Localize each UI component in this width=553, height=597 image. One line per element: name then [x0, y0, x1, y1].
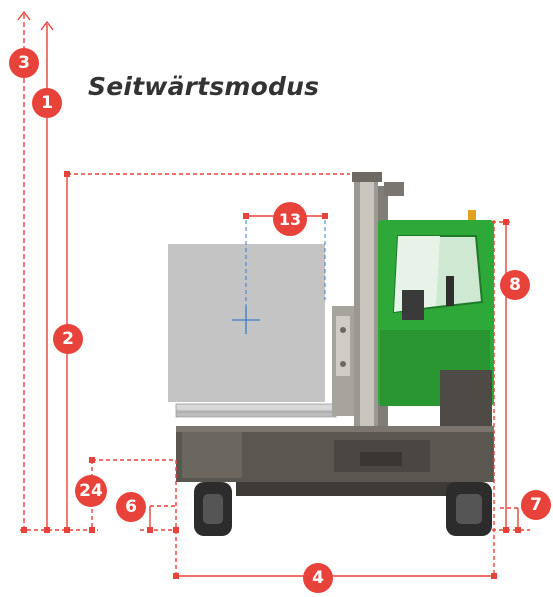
mast-top [352, 172, 382, 182]
mast-head-block [384, 182, 404, 196]
dimension-badge-6: 6 [116, 492, 146, 522]
front-bumper [182, 432, 242, 478]
dimension-badge-4: 4 [303, 563, 333, 593]
cab-seat [402, 290, 424, 320]
dimension-endpoints [21, 171, 521, 579]
page-title: Seitwärtsmodus [88, 72, 320, 101]
dimension-badge-1: 1 [32, 88, 62, 118]
carriage-plate [336, 316, 350, 376]
dimension-badge-7: 7 [521, 490, 551, 520]
dimension-badge-8: 8 [500, 270, 530, 300]
dimension-badge-24: 24 [75, 475, 107, 507]
chassis-vent [360, 452, 402, 466]
fork-upper [175, 403, 337, 412]
beacon [468, 210, 476, 220]
front-wheel-rim [203, 494, 223, 524]
carriage-bolt-2 [340, 361, 346, 367]
chassis-top-edge [176, 426, 494, 432]
dimension-badge-13: 13 [273, 202, 307, 236]
carriage-bolt-1 [340, 327, 346, 333]
dimension-badge-2: 2 [53, 324, 83, 354]
fork-lower [175, 411, 337, 418]
under-frame [236, 482, 458, 496]
mast-inner [360, 182, 374, 426]
cab-control [446, 276, 454, 306]
rear-wheel-rim [456, 494, 482, 524]
dimension-badge-3: 3 [9, 48, 39, 78]
counterweight [440, 370, 492, 426]
